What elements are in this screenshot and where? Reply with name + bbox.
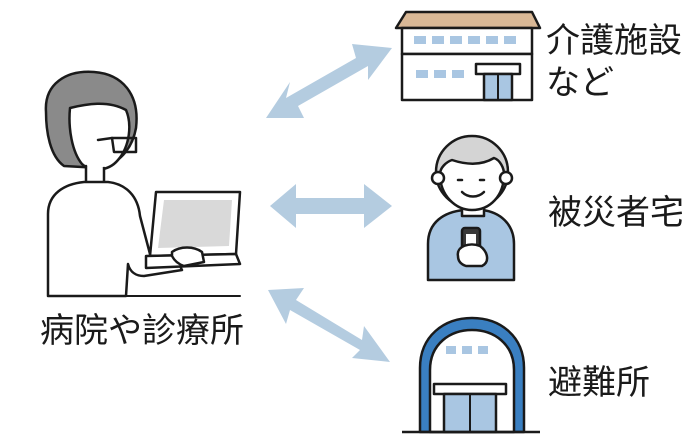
evacuation-shelter-building-icon <box>402 316 540 434</box>
doctor-with-laptop-icon <box>44 70 242 298</box>
destination-label-care-facility: 介護施設 など <box>546 20 682 104</box>
origin-label-hospital-clinic: 病院や診療所 <box>40 311 244 351</box>
care-label-line1: 介護施設 <box>546 21 682 61</box>
elderly-person-with-smartphone-icon <box>426 134 516 282</box>
care-label-line2: など <box>546 63 614 103</box>
arrow-to-care-facility <box>266 44 392 118</box>
arrow-to-shelter <box>268 288 390 362</box>
arrow-to-home <box>270 184 392 228</box>
care-facility-building-icon <box>394 10 542 102</box>
destination-label-evacuation-shelter: 避難所 <box>548 363 650 403</box>
destination-label-disaster-victim-home: 被災者宅 <box>548 193 684 233</box>
